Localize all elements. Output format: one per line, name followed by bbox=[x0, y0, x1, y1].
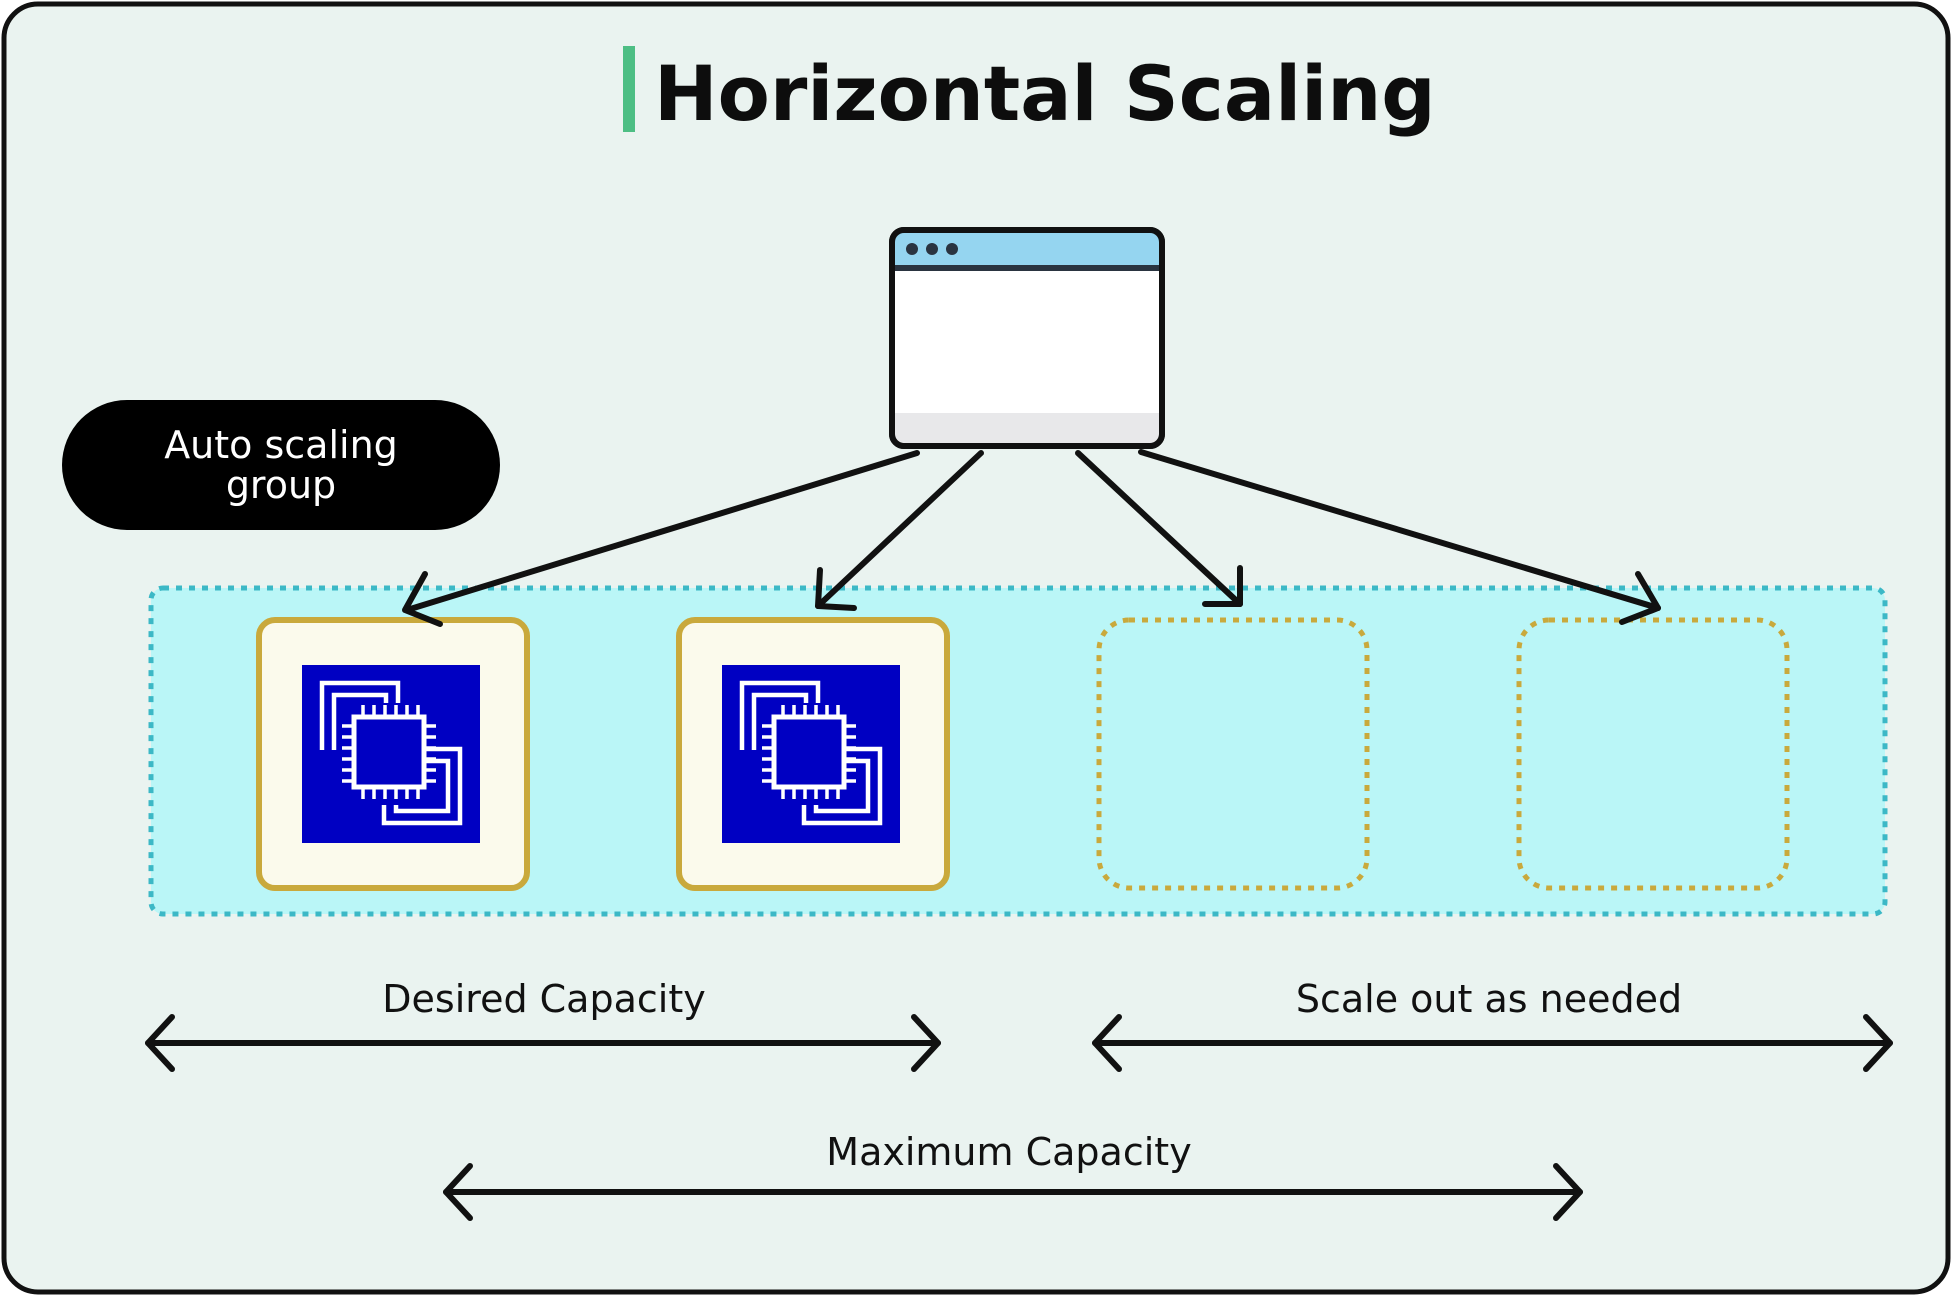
auto-scaling-group-pill bbox=[62, 400, 500, 530]
instance-placeholder-1 bbox=[1096, 617, 1370, 891]
instance-placeholder-2 bbox=[1516, 617, 1790, 891]
ec2-instance-icon bbox=[302, 665, 480, 843]
desired-capacity-label: Desired Capacity bbox=[382, 977, 705, 1021]
arrow-to-instance-1 bbox=[402, 450, 920, 627]
auto-scaling-group-label-line1: Auto scaling bbox=[164, 423, 398, 467]
browser-window-icon bbox=[889, 227, 1165, 449]
arrow-to-instance-3 bbox=[1075, 450, 1243, 607]
diagram-title: Horizontal Scaling bbox=[654, 49, 1436, 138]
auto-scaling-group-label-line2: group bbox=[226, 463, 336, 507]
maximum-capacity-arrow bbox=[443, 1163, 1583, 1221]
instance-running-2 bbox=[676, 617, 950, 891]
arrow-to-instance-4 bbox=[1138, 449, 1661, 625]
ec2-instance-icon bbox=[722, 665, 900, 843]
auto-scaling-group-container bbox=[148, 585, 1888, 917]
scale-out-label: Scale out as needed bbox=[1296, 977, 1682, 1021]
arrow-to-instance-2 bbox=[815, 450, 984, 611]
maximum-capacity-label: Maximum Capacity bbox=[826, 1130, 1191, 1174]
scale-out-arrow bbox=[1092, 1014, 1893, 1072]
title-accent-bar bbox=[623, 46, 635, 132]
instance-running-1 bbox=[256, 617, 530, 891]
desired-capacity-arrow bbox=[145, 1014, 941, 1072]
